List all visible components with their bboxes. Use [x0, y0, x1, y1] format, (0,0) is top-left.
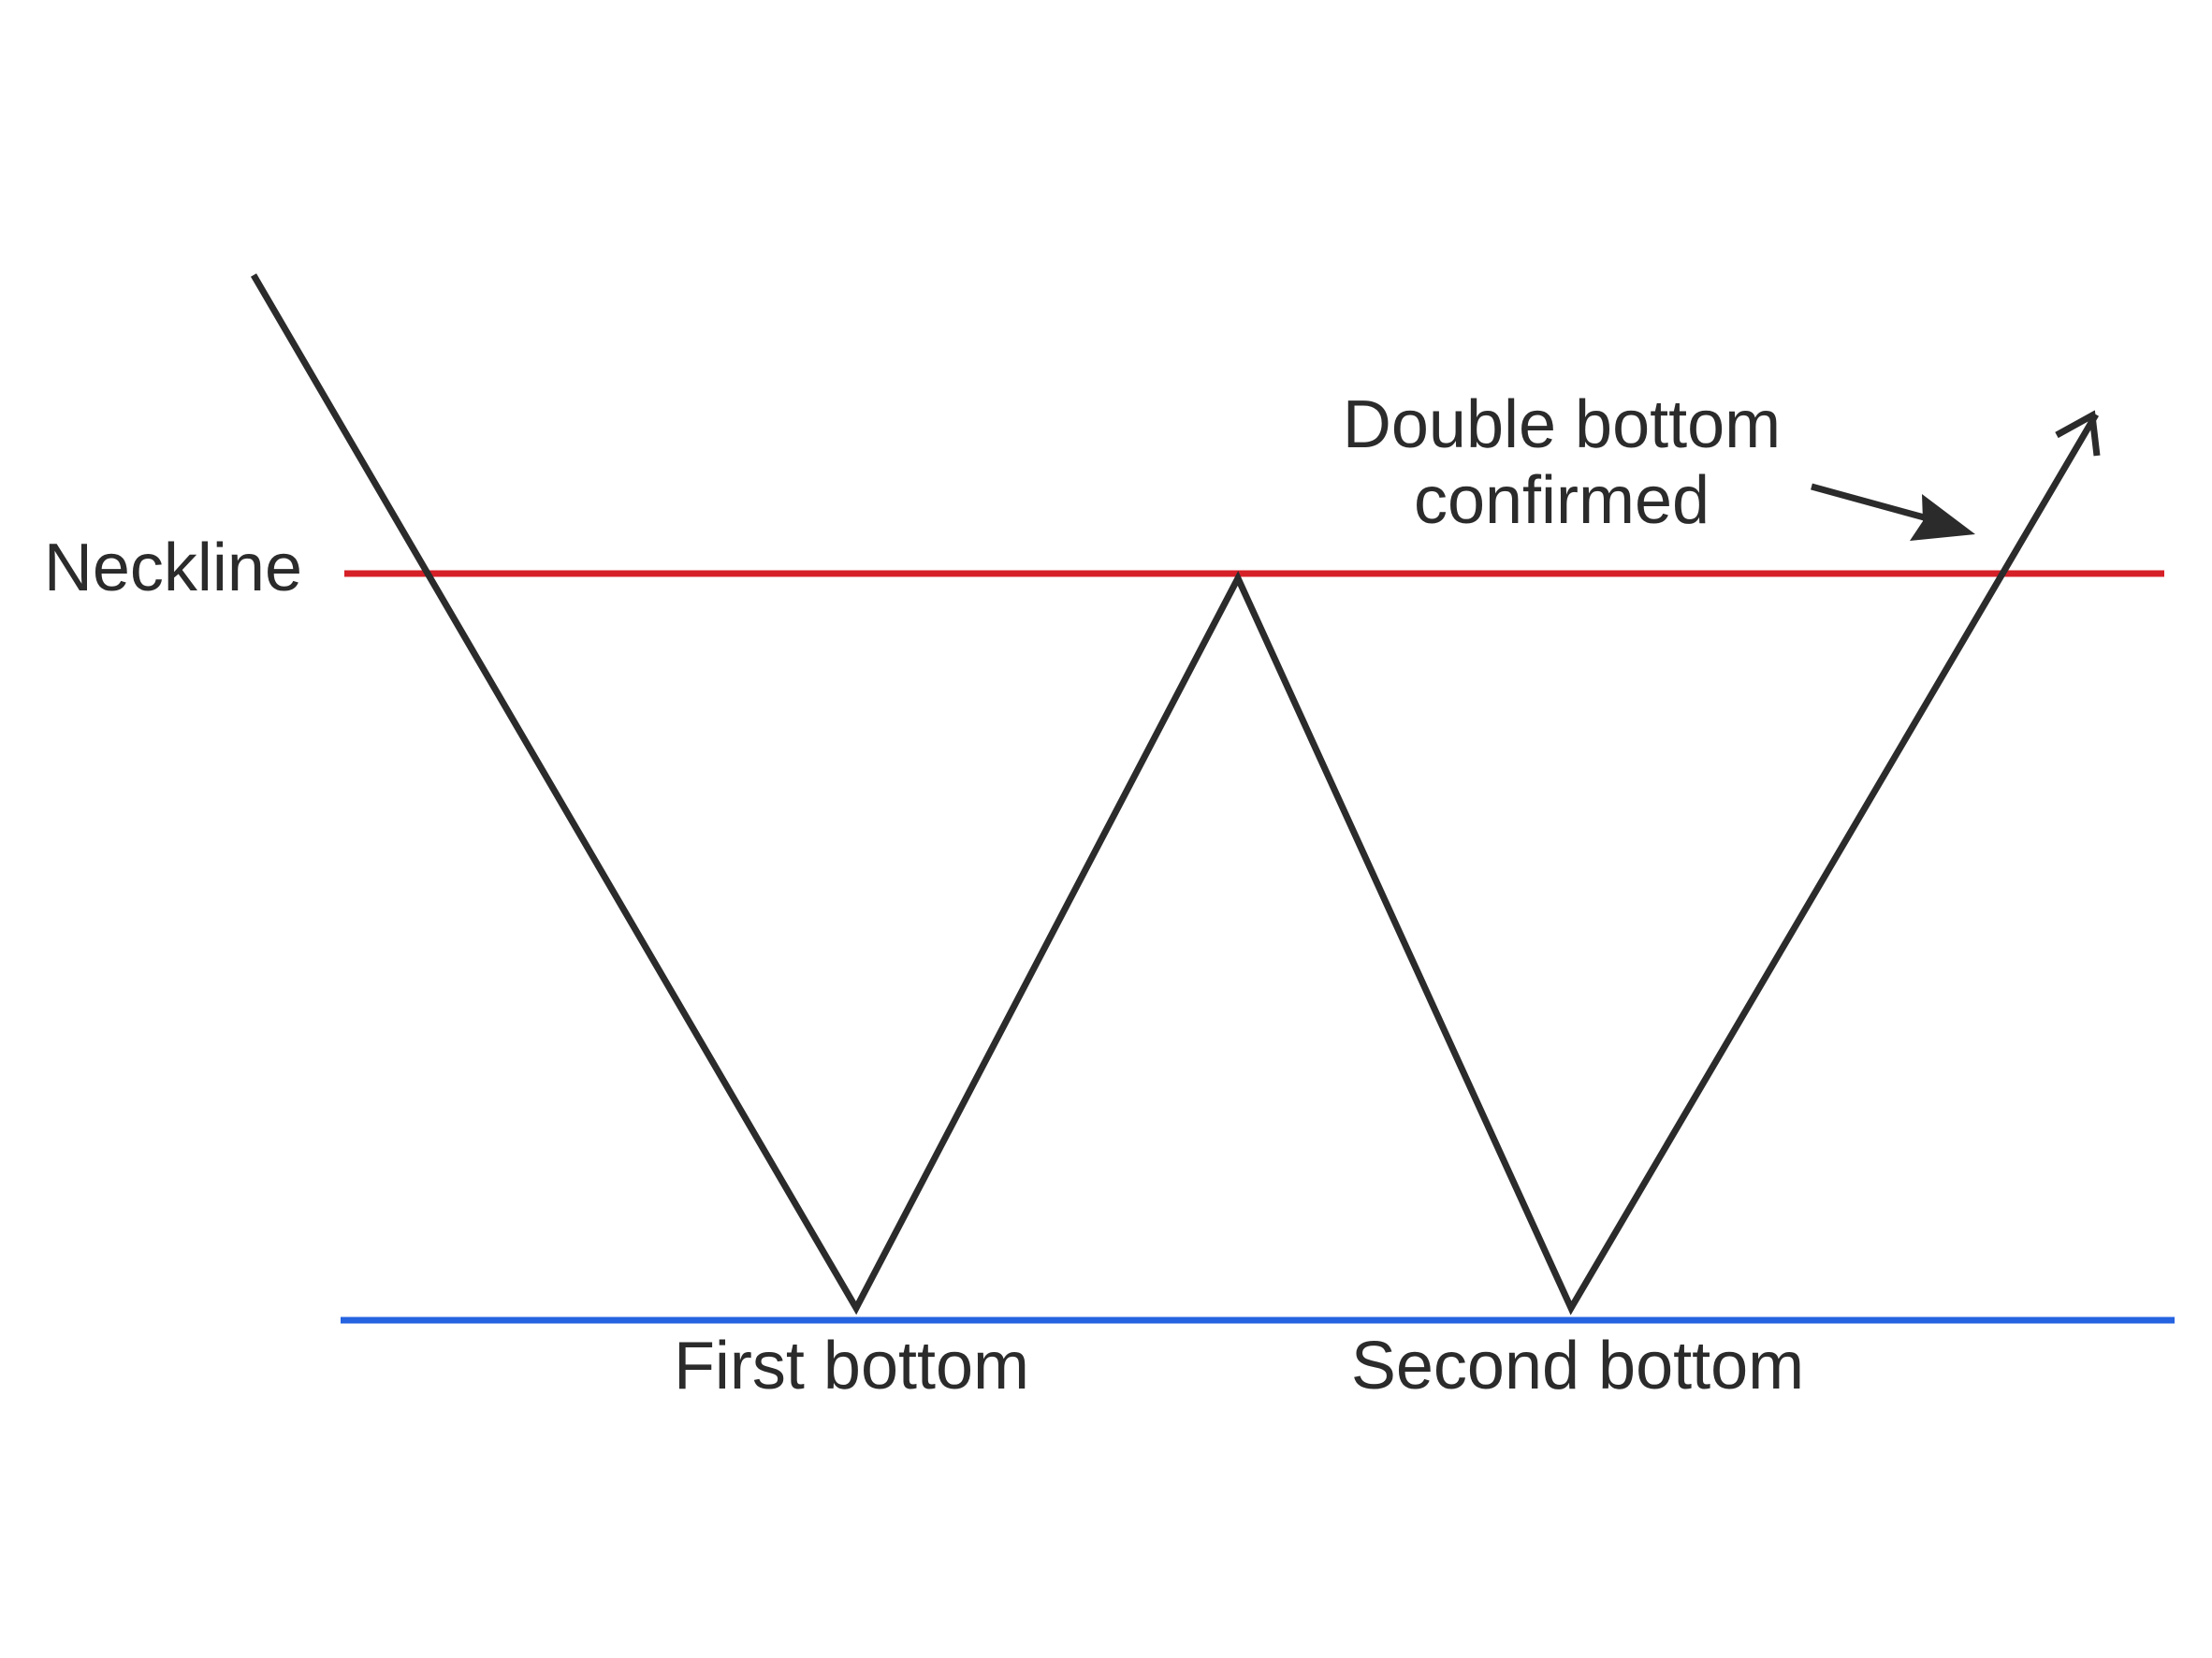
callout-arrow-shaft: [1811, 483, 1928, 522]
second-bottom-label: Second bottom: [1351, 1329, 1804, 1403]
neckline-label: Neckline: [44, 531, 302, 605]
confirmation-label-line1: Double bottom: [1343, 387, 1781, 462]
callout-arrow-head-icon: [1910, 494, 1975, 541]
confirmation-label-line2: confirmed: [1414, 463, 1710, 538]
breakout-arrowhead-icon: [2055, 410, 2101, 457]
first-bottom-label: First bottom: [674, 1329, 1029, 1403]
price-path-w-pattern: [250, 273, 2100, 1316]
